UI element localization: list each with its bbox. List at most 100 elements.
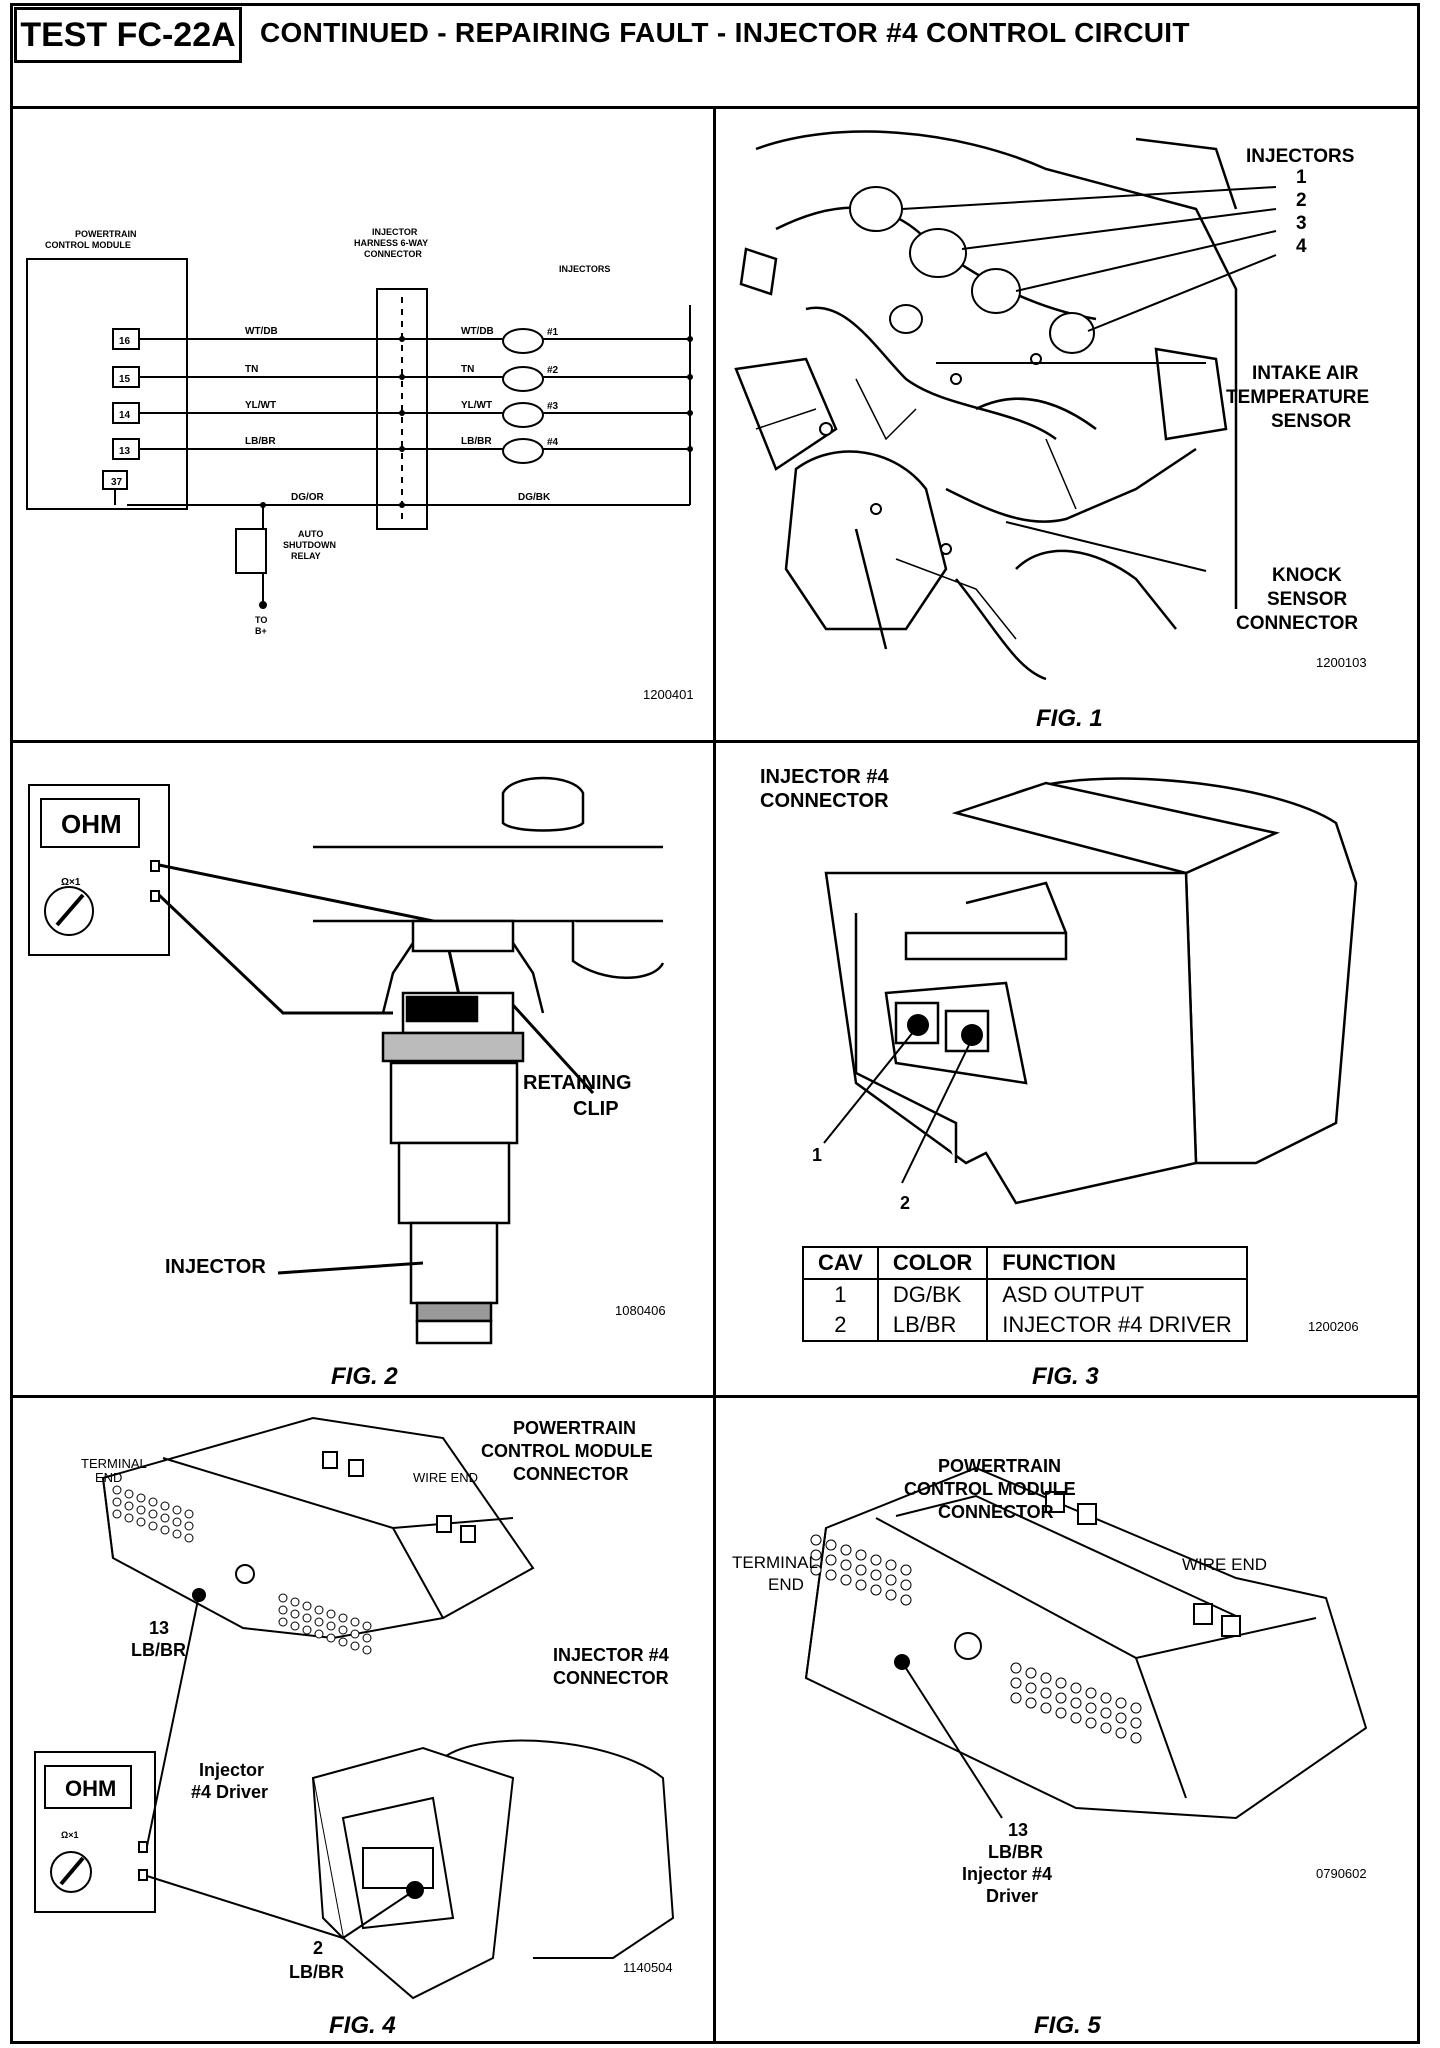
fig4-meter-reading: OHM	[65, 1776, 116, 1801]
table-cell: 1	[802, 1279, 879, 1310]
connector-pin	[172, 1517, 182, 1527]
connector-pin	[278, 1617, 288, 1627]
connector-pin	[885, 1574, 897, 1586]
connector-pin	[1055, 1677, 1067, 1689]
connector-pin	[855, 1579, 867, 1591]
connector-pin	[160, 1525, 170, 1535]
injector-number: #3	[547, 401, 559, 412]
connector-pin	[855, 1549, 867, 1561]
connector-pin	[338, 1613, 348, 1623]
fig5-pin13-4: Driver	[986, 1886, 1038, 1906]
connector-pin	[810, 1534, 822, 1546]
relay-label-1: AUTO	[298, 529, 323, 539]
fig1-panel: INJECTORS 1 2 3 4 INTAKE AIR TEMPERATURE…	[716, 109, 1420, 740]
fig1-injectors: INJECTORS	[1246, 146, 1354, 167]
fig2-ref: 1080406	[615, 1303, 666, 1318]
pcm-pin-number: 14	[119, 410, 131, 421]
connector-pin	[314, 1605, 324, 1615]
fig1-n4: 4	[1296, 236, 1307, 257]
connector-pin	[1130, 1717, 1142, 1729]
connector-pin	[1040, 1672, 1052, 1684]
fig3-title-2: CONNECTOR	[760, 790, 889, 812]
connector-pin	[136, 1493, 146, 1503]
fig4-pcm-1: POWERTRAIN	[513, 1418, 636, 1438]
connector-pin	[810, 1564, 822, 1576]
fig2-panel: OHM Ω×1 RETAINING CLIP INJECTOR 1080406 …	[13, 743, 713, 1395]
pcm-pin-number: 16	[119, 336, 131, 347]
connector-pin	[885, 1559, 897, 1571]
connector-pin	[184, 1533, 194, 1543]
injectors-label: INJECTORS	[559, 264, 610, 274]
table-cell: ASD OUTPUT	[986, 1279, 1248, 1310]
wire-color-left: LB/BR	[245, 436, 276, 447]
fig4-terminal-2: END	[95, 1470, 122, 1485]
connector-pin	[870, 1554, 882, 1566]
connector-pin	[1010, 1692, 1022, 1704]
connector-pin	[840, 1544, 852, 1556]
conn-label-2: HARNESS 6-WAY	[354, 238, 428, 248]
wiring-schematic: POWERTRAIN CONTROL MODULE INJECTOR HARNE…	[26, 227, 694, 702]
connector-pin	[290, 1609, 300, 1619]
fig5-panel: POWERTRAIN CONTROL MODULE CONNECTOR TERM…	[716, 1398, 1420, 2044]
table-row: 1 DG/BK ASD OUTPUT	[802, 1279, 1248, 1310]
table-header-function: FUNCTION	[986, 1246, 1248, 1280]
pcm-label-2: CONTROL MODULE	[45, 240, 131, 250]
connector-pin	[290, 1621, 300, 1631]
connector-pin	[1070, 1682, 1082, 1694]
connector-pin	[112, 1509, 122, 1519]
fig3-injector-connector: INJECTOR #4 CONNECTOR 1 2 1200206	[760, 766, 1359, 1334]
panel-divider-row1	[10, 740, 1420, 743]
fig1-iat-1: INTAKE AIR	[1252, 363, 1359, 384]
fig3-cavity-table: CAV COLOR FUNCTION 1 DG/BK ASD OUTPUT 2 …	[802, 1246, 1248, 1342]
connector-pin	[302, 1625, 312, 1635]
wire-color-left: YL/WT	[245, 400, 276, 411]
connector-pin	[184, 1509, 194, 1519]
connector-pin	[1025, 1667, 1037, 1679]
table-cell: INJECTOR #4 DRIVER	[986, 1310, 1248, 1342]
fig4-driver-1: Injector	[199, 1760, 264, 1780]
table-cell: LB/BR	[876, 1310, 989, 1342]
relay-label-2: SHUTDOWN	[283, 540, 336, 550]
connector-pin	[350, 1641, 360, 1651]
fig4-pin2-1: 2	[313, 1938, 323, 1958]
connector-pin	[810, 1549, 822, 1561]
connector-pin	[326, 1609, 336, 1619]
fig1-knock-1: KNOCK	[1272, 565, 1342, 586]
injector-number: #4	[547, 437, 559, 448]
table-cell: DG/BK	[876, 1279, 989, 1310]
connector-pin	[900, 1564, 912, 1576]
fig5-pin13-1: 13	[1008, 1820, 1028, 1840]
fig4-pcm-2: CONTROL MODULE	[481, 1441, 653, 1461]
ground-wire-right: DG/BK	[518, 492, 551, 503]
fig1-n1: 1	[1296, 167, 1307, 188]
connector-pin	[1130, 1702, 1142, 1714]
fig1-engine-illustration: INJECTORS 1 2 3 4 INTAKE AIR TEMPERATURE…	[723, 109, 1369, 681]
fig2-meter-reading: OHM	[61, 809, 122, 839]
fig3-title-1: INJECTOR #4	[760, 766, 889, 788]
wire-color-left: TN	[245, 364, 258, 375]
connector-pin	[1100, 1722, 1112, 1734]
fig2-caption: FIG. 2	[331, 1363, 398, 1390]
fig3-ref: 1200206	[1308, 1319, 1359, 1334]
connector-pin	[278, 1605, 288, 1615]
connector-pin	[1085, 1702, 1097, 1714]
connector-pin	[148, 1497, 158, 1507]
relay-label-3: RELAY	[291, 551, 321, 561]
connector-pin	[362, 1621, 372, 1631]
connector-pin	[326, 1621, 336, 1631]
connector-pin	[1085, 1687, 1097, 1699]
connector-pin	[302, 1613, 312, 1623]
connector-pin	[362, 1633, 372, 1643]
connector-pin	[1040, 1687, 1052, 1699]
pcm-pin-number: 13	[119, 446, 131, 457]
injector-number: #1	[547, 327, 559, 338]
table-header-color: COLOR	[876, 1246, 989, 1280]
fig4-meter-range: Ω×1	[61, 1830, 78, 1840]
table-header-cav: CAV	[802, 1246, 879, 1280]
fig5-terminal-1: TERMINAL	[732, 1553, 818, 1572]
schematic-ref: 1200401	[643, 687, 694, 702]
connector-pin	[1115, 1727, 1127, 1739]
to-label-2: B+	[255, 626, 267, 636]
table-row: 2 LB/BR INJECTOR #4 DRIVER	[802, 1310, 1248, 1342]
fig4-pin13-2: LB/BR	[131, 1640, 186, 1660]
